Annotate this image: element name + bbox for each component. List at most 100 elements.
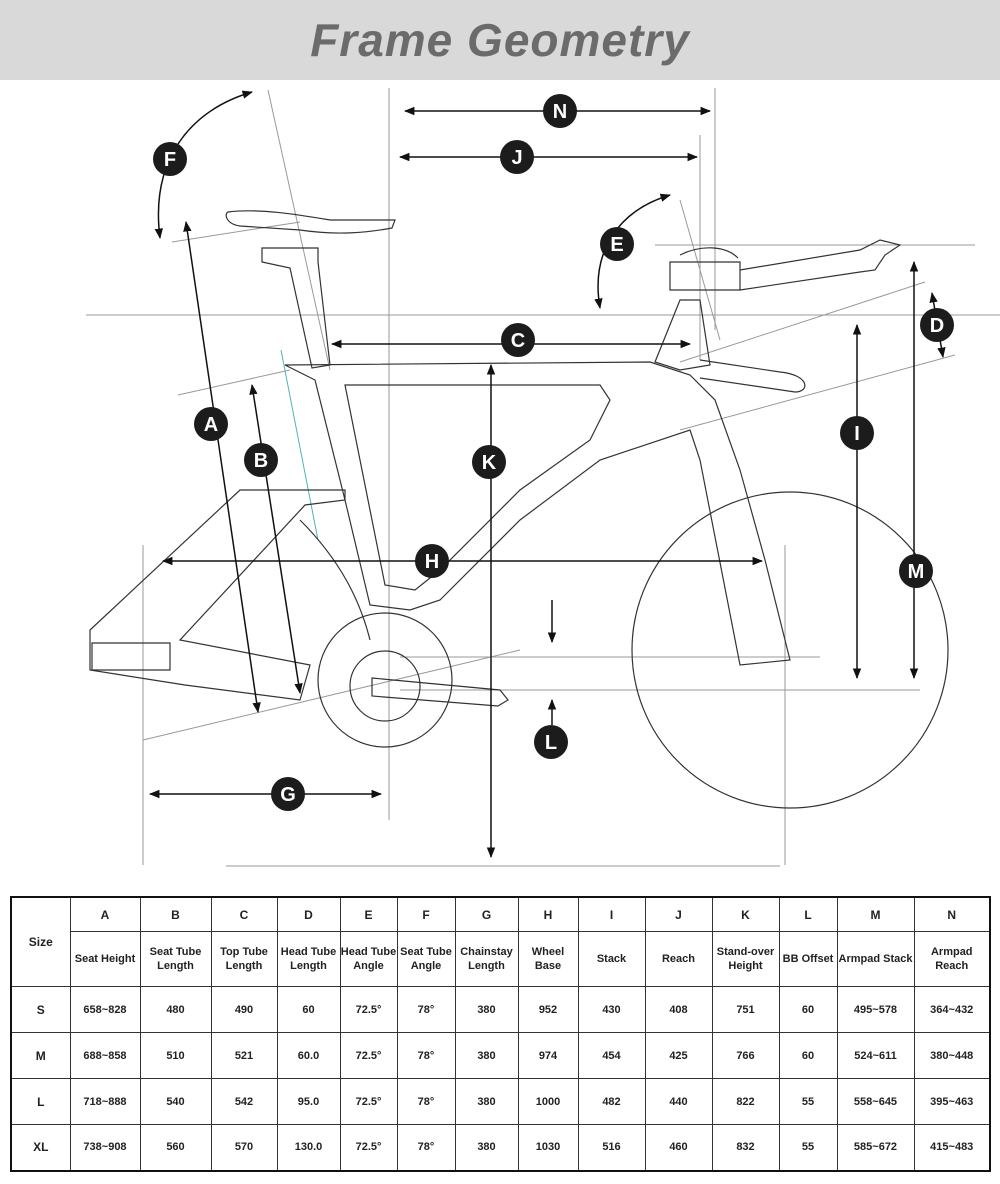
value-cell: 55 xyxy=(778,1124,838,1171)
value-cell: 72.5° xyxy=(339,1078,398,1125)
bike-outline xyxy=(89,210,949,809)
value-cell: 454 xyxy=(577,1032,646,1079)
value-cell: 380 xyxy=(454,986,519,1033)
column-name: Armpad Reach xyxy=(913,931,991,987)
value-cell: 495~578 xyxy=(836,986,915,1033)
value-cell: 974 xyxy=(517,1032,579,1079)
column-letter: J xyxy=(644,896,713,932)
label-letter: F xyxy=(164,149,176,171)
label-letter: H xyxy=(425,551,439,573)
label-letter: B xyxy=(254,450,268,472)
column-letter: B xyxy=(139,896,212,932)
value-cell: 542 xyxy=(210,1078,278,1125)
column-letter: I xyxy=(577,896,646,932)
value-cell: 1030 xyxy=(517,1124,579,1171)
dimension-label-h: H xyxy=(415,544,449,578)
value-cell: 490 xyxy=(210,986,278,1033)
label-letter: N xyxy=(553,101,567,123)
label-badge xyxy=(153,142,187,176)
column-letter: G xyxy=(454,896,519,932)
value-cell: 738~908 xyxy=(69,1124,141,1171)
value-cell: 751 xyxy=(711,986,780,1033)
frame-main xyxy=(284,361,791,666)
size-cell: L xyxy=(10,1078,71,1125)
column-letter: F xyxy=(396,896,456,932)
seatpost xyxy=(261,247,331,369)
dimension-label-f: F xyxy=(153,142,187,176)
column-name: BB Offset xyxy=(778,931,838,987)
column-letter: D xyxy=(276,896,341,932)
column-name: Stack xyxy=(577,931,646,987)
value-cell: 60 xyxy=(778,986,838,1033)
dropout xyxy=(91,642,171,671)
value-cell: 766 xyxy=(711,1032,780,1079)
column-letter: N xyxy=(913,896,991,932)
value-cell: 395~463 xyxy=(913,1078,991,1125)
value-cell: 688~858 xyxy=(69,1032,141,1079)
column-name: Armpad Stack xyxy=(836,931,915,987)
value-cell: 72.5° xyxy=(339,1032,398,1079)
value-cell: 510 xyxy=(139,1032,212,1079)
value-cell: 78° xyxy=(396,1124,456,1171)
value-cell: 952 xyxy=(517,986,579,1033)
crank-arm xyxy=(371,677,509,707)
value-cell: 540 xyxy=(139,1078,212,1125)
value-cell: 516 xyxy=(577,1124,646,1171)
value-cell: 72.5° xyxy=(339,1124,398,1171)
column-letter: A xyxy=(69,896,141,932)
value-cell: 658~828 xyxy=(69,986,141,1033)
dimension-label-d: D xyxy=(920,308,954,342)
label-badge xyxy=(244,443,278,477)
value-cell: 60 xyxy=(276,986,341,1033)
value-cell: 822 xyxy=(711,1078,780,1125)
column-name: Head Tube Length xyxy=(276,931,341,987)
armpad-cup xyxy=(679,247,739,259)
column-letter: C xyxy=(210,896,278,932)
dimension-label-n: N xyxy=(543,94,577,128)
column-letter: H xyxy=(517,896,579,932)
basebar xyxy=(699,359,806,393)
label-badge xyxy=(840,416,874,450)
crank-hub xyxy=(349,650,421,722)
label-badge xyxy=(600,227,634,261)
title-bar: Frame Geometry xyxy=(0,0,1000,80)
rear-wheel-arc xyxy=(299,519,371,641)
dimension-label-m: M xyxy=(899,554,933,588)
dimension-label-a: A xyxy=(194,407,228,441)
label-badge xyxy=(501,323,535,357)
column-name: Head Tube Angle xyxy=(339,931,398,987)
value-cell: 380 xyxy=(454,1032,519,1079)
value-cell: 585~672 xyxy=(836,1124,915,1171)
column-letter: L xyxy=(778,896,838,932)
column-name: Top Tube Length xyxy=(210,931,278,987)
label-badge xyxy=(899,554,933,588)
label-badge xyxy=(500,140,534,174)
label-badge xyxy=(194,407,228,441)
value-cell: 130.0 xyxy=(276,1124,341,1171)
column-name: Seat Height xyxy=(69,931,141,987)
dimension-label-l: L xyxy=(534,725,568,759)
label-letter: I xyxy=(854,423,860,445)
column-letter: K xyxy=(711,896,780,932)
dimension-label-c: C xyxy=(501,323,535,357)
column-letter: E xyxy=(339,896,398,932)
value-cell: 524~611 xyxy=(836,1032,915,1079)
value-cell: 430 xyxy=(577,986,646,1033)
value-cell: 60 xyxy=(778,1032,838,1079)
label-letter: A xyxy=(204,414,218,436)
label-letter: J xyxy=(511,147,522,169)
size-header: Size xyxy=(10,896,71,987)
value-cell: 408 xyxy=(644,986,713,1033)
label-badge xyxy=(543,94,577,128)
value-cell: 832 xyxy=(711,1124,780,1171)
value-cell: 364~432 xyxy=(913,986,991,1033)
size-cell: M xyxy=(10,1032,71,1079)
label-badge xyxy=(534,725,568,759)
